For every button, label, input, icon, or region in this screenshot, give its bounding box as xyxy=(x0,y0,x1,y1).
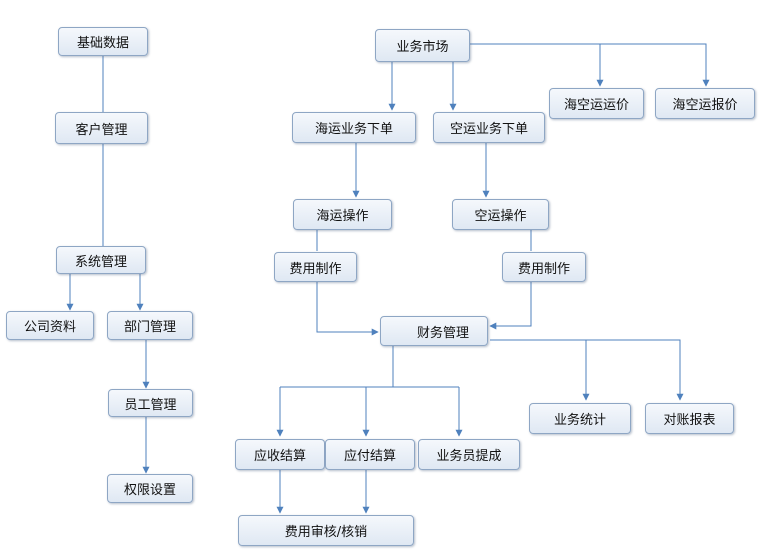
node-salesman-commission[interactable]: 业务员提成 xyxy=(418,439,520,470)
node-sea-fee-making[interactable]: 费用制作 xyxy=(274,252,357,282)
node-business-statistics[interactable]: 业务统计 xyxy=(529,403,631,434)
node-finance-management[interactable]: 财务管理 xyxy=(380,316,488,346)
node-rate-price[interactable]: 海空运运价 xyxy=(549,88,644,119)
node-fee-audit-writeoff[interactable]: 费用审核/核销 xyxy=(238,515,414,546)
node-customer-management[interactable]: 客户管理 xyxy=(55,112,148,144)
node-basic-data[interactable]: 基础数据 xyxy=(58,27,148,56)
node-payable-settlement[interactable]: 应付结算 xyxy=(325,439,415,470)
node-system-management[interactable]: 系统管理 xyxy=(56,246,146,274)
connector-sea-fee-to-finance xyxy=(316,282,379,336)
node-rate-quote[interactable]: 海空运报价 xyxy=(655,88,755,119)
node-sea-operation[interactable]: 海运操作 xyxy=(293,199,392,230)
node-receivable-settlement[interactable]: 应收结算 xyxy=(235,439,325,470)
node-business-market[interactable]: 业务市场 xyxy=(375,29,470,62)
node-staff-management[interactable]: 员工管理 xyxy=(108,389,193,417)
node-air-fee-making[interactable]: 费用制作 xyxy=(502,252,586,282)
connector-finance-to-reports xyxy=(490,339,684,401)
connector-market-to-rates xyxy=(470,43,710,87)
node-department-management[interactable]: 部门管理 xyxy=(107,311,193,340)
node-sea-order[interactable]: 海运业务下单 xyxy=(292,112,416,143)
node-air-order[interactable]: 空运业务下单 xyxy=(433,112,545,143)
node-air-operation[interactable]: 空运操作 xyxy=(452,199,549,230)
connector-air-fee-to-finance xyxy=(489,282,532,330)
node-company-info[interactable]: 公司资料 xyxy=(6,311,94,340)
node-permission-settings[interactable]: 权限设置 xyxy=(107,474,193,503)
node-reconciliation-report[interactable]: 对账报表 xyxy=(645,403,734,434)
